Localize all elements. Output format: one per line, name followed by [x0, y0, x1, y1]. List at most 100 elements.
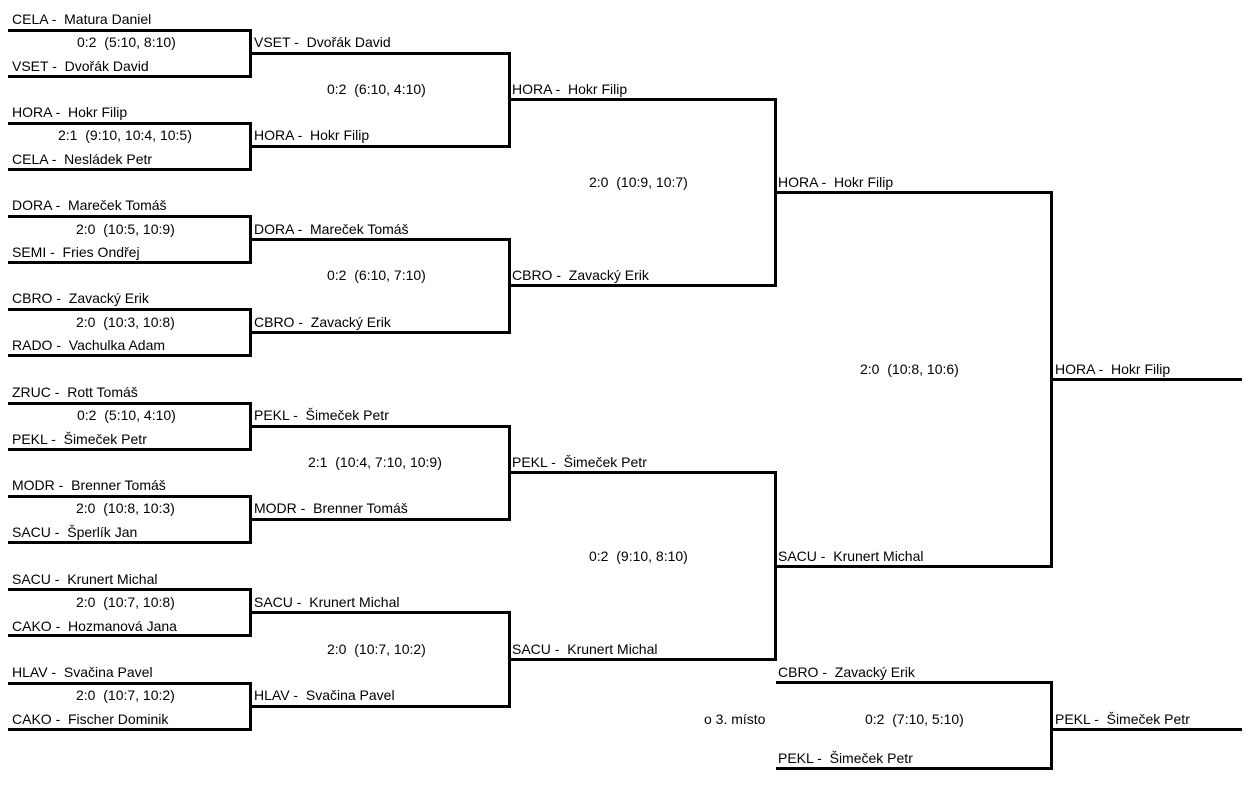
third-place-label: o 3. místo [704, 711, 766, 727]
match-score: 2:0 (10:8, 10:6) [860, 361, 959, 377]
player-line [776, 565, 1053, 568]
match-connector [249, 308, 252, 357]
third-place-winner-line [1052, 728, 1242, 731]
player-name: HLAV - Svačina Pavel [12, 664, 153, 680]
player-line [8, 634, 250, 637]
player-line [8, 682, 250, 685]
player-line [251, 238, 510, 241]
player-name: PEKL - Šimeček Petr [254, 407, 389, 423]
match-connector [1050, 191, 1053, 568]
match-score: 0:2 (5:10, 8:10) [77, 34, 176, 50]
player-name: MODR - Brenner Tomáš [12, 477, 166, 493]
player-name: SACU - Krunert Michal [12, 571, 158, 587]
match-connector [249, 402, 252, 451]
match-connector [249, 29, 252, 78]
player-name: VSET - Dvořák David [12, 58, 149, 74]
match-score: 2:1 (9:10, 10:4, 10:5) [58, 127, 192, 143]
player-line [510, 284, 776, 287]
player-name: CBRO - Zavacký Erik [512, 267, 649, 283]
player-line [251, 52, 510, 55]
match-score: 0:2 (6:10, 7:10) [327, 267, 426, 283]
champion-name: HORA - Hokr Filip [1055, 361, 1171, 377]
match-score: 0:2 (9:10, 8:10) [589, 548, 688, 564]
match-score: 2:0 (10:7, 10:8) [76, 594, 175, 610]
match-connector [249, 588, 252, 637]
player-line [8, 541, 250, 544]
player-line [510, 658, 776, 661]
player-name: PEKL - Šimeček Petr [512, 454, 647, 470]
player-line [8, 495, 250, 498]
champion-line [1052, 378, 1242, 381]
player-name: ZRUC - Rott Tomáš [12, 384, 138, 400]
player-name: CBRO - Zavacký Erik [778, 664, 915, 680]
match-connector [1050, 681, 1053, 770]
player-name: CAKO - Fischer Dominik [12, 711, 169, 727]
player-line [8, 29, 250, 32]
player-name: HORA - Hokr Filip [778, 174, 894, 190]
player-name: CELA - Nesládek Petr [12, 151, 153, 167]
player-name: SACU - Krunert Michal [254, 594, 400, 610]
match-score: 2:0 (10:3, 10:8) [76, 314, 175, 330]
player-name: HLAV - Svačina Pavel [254, 687, 395, 703]
player-line [251, 518, 510, 521]
match-connector [508, 425, 511, 521]
player-name: MODR - Brenner Tomáš [254, 500, 408, 516]
player-name: CELA - Matura Daniel [12, 11, 152, 27]
player-line [8, 75, 250, 78]
player-line [8, 215, 250, 218]
match-connector [249, 215, 252, 264]
player-line [510, 98, 776, 101]
player-name: HORA - Hokr Filip [12, 104, 128, 120]
player-name: VSET - Dvořák David [254, 34, 391, 50]
match-connector [774, 471, 777, 661]
third-place-winner: PEKL - Šimeček Petr [1055, 711, 1190, 727]
player-name: CBRO - Zavacký Erik [254, 314, 391, 330]
player-line [251, 611, 510, 614]
player-line [8, 308, 250, 311]
match-score: 2:0 (10:5, 10:9) [76, 221, 175, 237]
player-line [776, 681, 1053, 684]
player-line [8, 448, 250, 451]
player-line [8, 122, 250, 125]
match-connector [508, 611, 511, 708]
match-connector [508, 238, 511, 334]
player-line [8, 402, 250, 405]
match-connector [508, 52, 511, 148]
match-score: 2:0 (10:7, 10:2) [327, 641, 426, 657]
player-line [8, 168, 250, 171]
player-line [251, 331, 510, 334]
player-name: CAKO - Hozmanová Jana [12, 618, 177, 634]
player-name: SEMI - Fries Ondřej [12, 244, 140, 260]
player-name: PEKL - Šimeček Petr [12, 431, 147, 447]
player-line [8, 261, 250, 264]
match-score: 2:0 (10:9, 10:7) [589, 174, 688, 190]
match-score: 0:2 (7:10, 5:10) [865, 711, 964, 727]
player-name: SACU - Šperlík Jan [12, 524, 138, 540]
player-line [251, 145, 510, 148]
match-connector [249, 495, 252, 544]
match-connector [249, 682, 252, 731]
match-score: 2:0 (10:8, 10:3) [76, 500, 175, 516]
player-line [251, 425, 510, 428]
player-name: HORA - Hokr Filip [254, 127, 370, 143]
match-score: 2:0 (10:7, 10:2) [76, 687, 175, 703]
match-score: 0:2 (6:10, 4:10) [327, 81, 426, 97]
player-name: CBRO - Zavacký Erik [12, 290, 149, 306]
player-name: SACU - Krunert Michal [778, 548, 924, 564]
player-name: HORA - Hokr Filip [512, 81, 628, 97]
player-line [510, 471, 776, 474]
player-name: SACU - Krunert Michal [512, 641, 658, 657]
player-name: DORA - Mareček Tomáš [254, 221, 409, 237]
match-score: 2:1 (10:4, 7:10, 10:9) [308, 454, 442, 470]
match-connector [774, 98, 777, 287]
player-line [8, 588, 250, 591]
player-line [8, 728, 250, 731]
player-line [776, 767, 1053, 770]
player-name: RADO - Vachulka Adam [12, 337, 166, 353]
player-line [8, 354, 250, 357]
player-name: PEKL - Šimeček Petr [778, 750, 913, 766]
player-line [776, 191, 1053, 194]
match-connector [249, 122, 252, 171]
player-line [251, 705, 510, 708]
